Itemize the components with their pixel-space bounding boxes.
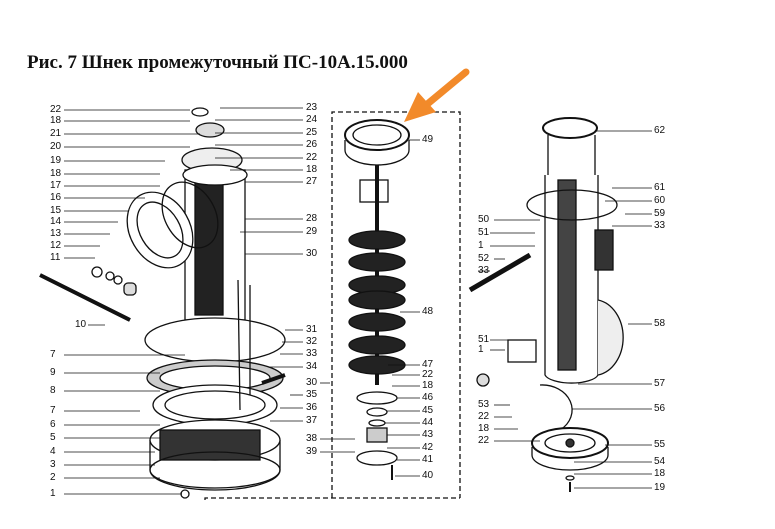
part-number-label: 51 [478,334,490,345]
part-number-label: 38 [306,433,318,444]
part-number-label: 37 [306,415,318,426]
part-number-label: 36 [306,402,318,413]
part-number-label: 27 [306,176,318,187]
part-number-label: 22 [306,152,318,163]
part-number-label: 58 [654,318,666,329]
part-number-label: 45 [422,405,434,416]
part-number-label: 10 [75,319,87,330]
part-number-label: 48 [422,306,434,317]
part-number-label: 49 [422,134,434,145]
part-number-label: 33 [306,348,318,359]
part-number-label: 20 [50,141,62,152]
auger-flight [348,335,406,355]
part-number-label: 30 [306,248,318,259]
part-number-label: 28 [306,213,318,224]
figure-caption: Рис. 7 Шнек промежуточный ПС-10А.15.000 [27,52,408,73]
part-number-label: 18 [50,168,62,179]
part-number-label: 2 [50,472,56,483]
part-number-label: 19 [654,482,666,493]
auger-assembly [344,119,410,480]
part-number-label: 14 [50,216,62,227]
part-number-label: 18 [654,468,666,479]
part-number-label: 52 [478,253,490,264]
part-number-label: 57 [654,378,666,389]
part-number-label: 8 [50,385,56,396]
vertical-tube-assembly [468,117,624,492]
part-number-label: 3 [50,459,56,470]
part-number-label: 55 [654,439,666,450]
auger-flight [348,252,406,272]
part-number-label: 17 [50,180,62,191]
part-number-label: 29 [306,226,318,237]
part-number-label: 18 [306,164,318,175]
dashed-frame-bottom [204,497,460,500]
part-number-label: 62 [654,125,666,136]
part-number-label: 56 [654,403,666,414]
vertical-drive-assembly [39,107,286,499]
part-number-label: 42 [422,442,434,453]
part-number-label: 22 [478,435,490,446]
part-number-label: 23 [306,102,318,113]
part-number-label: 54 [654,456,666,467]
part-number-label: 4 [50,446,56,457]
part-number-label: 7 [50,349,56,360]
part-number-label: 16 [50,192,62,203]
part-number-label: 47 [422,359,434,370]
part-number-label: 35 [306,389,318,400]
part-number-label: 39 [306,446,318,457]
part-number-label: 33 [654,220,666,231]
part-number-label: 18 [50,115,62,126]
part-number-label: 40 [422,470,434,481]
orange-pointer-arrow-icon [404,68,470,122]
part-number-label: 59 [654,208,666,219]
part-number-label: 53 [478,399,490,410]
auger-flight [348,230,406,250]
part-number-label: 51 [478,227,490,238]
part-number-label: 1 [50,488,56,499]
part-number-label: 7 [50,405,56,416]
part-number-label: 22 [422,369,434,380]
part-number-label: 44 [422,417,434,428]
part-number-label: 25 [306,127,318,138]
part-number-label: 30 [306,377,318,388]
part-number-label: 50 [478,214,490,225]
part-number-label: 26 [306,139,318,150]
part-number-label: 46 [422,392,434,403]
part-number-label: 33 [478,265,490,276]
part-number-label: 1 [478,344,484,355]
part-number-label: 18 [478,423,490,434]
part-number-label: 15 [50,205,62,216]
part-number-label: 13 [50,228,62,239]
dashed-frame-left [331,111,461,498]
part-number-label: 21 [50,128,62,139]
part-number-label: 1 [478,240,484,251]
part-number-label: 5 [50,432,56,443]
part-number-label: 6 [50,419,56,430]
part-number-label: 60 [654,195,666,206]
part-number-label: 24 [306,114,318,125]
part-number-label: 22 [50,104,62,115]
part-number-label: 9 [50,367,56,378]
part-number-label: 32 [306,336,318,347]
part-number-label: 31 [306,324,318,335]
part-number-label: 18 [422,380,434,391]
part-number-label: 41 [422,454,434,465]
part-number-label: 22 [478,411,490,422]
auger-flight [348,290,406,310]
part-number-label: 34 [306,361,318,372]
part-number-label: 12 [50,240,62,251]
part-number-label: 43 [422,429,434,440]
auger-flight [348,312,406,332]
part-number-label: 61 [654,182,666,193]
part-number-label: 11 [50,252,61,263]
part-number-label: 19 [50,155,62,166]
